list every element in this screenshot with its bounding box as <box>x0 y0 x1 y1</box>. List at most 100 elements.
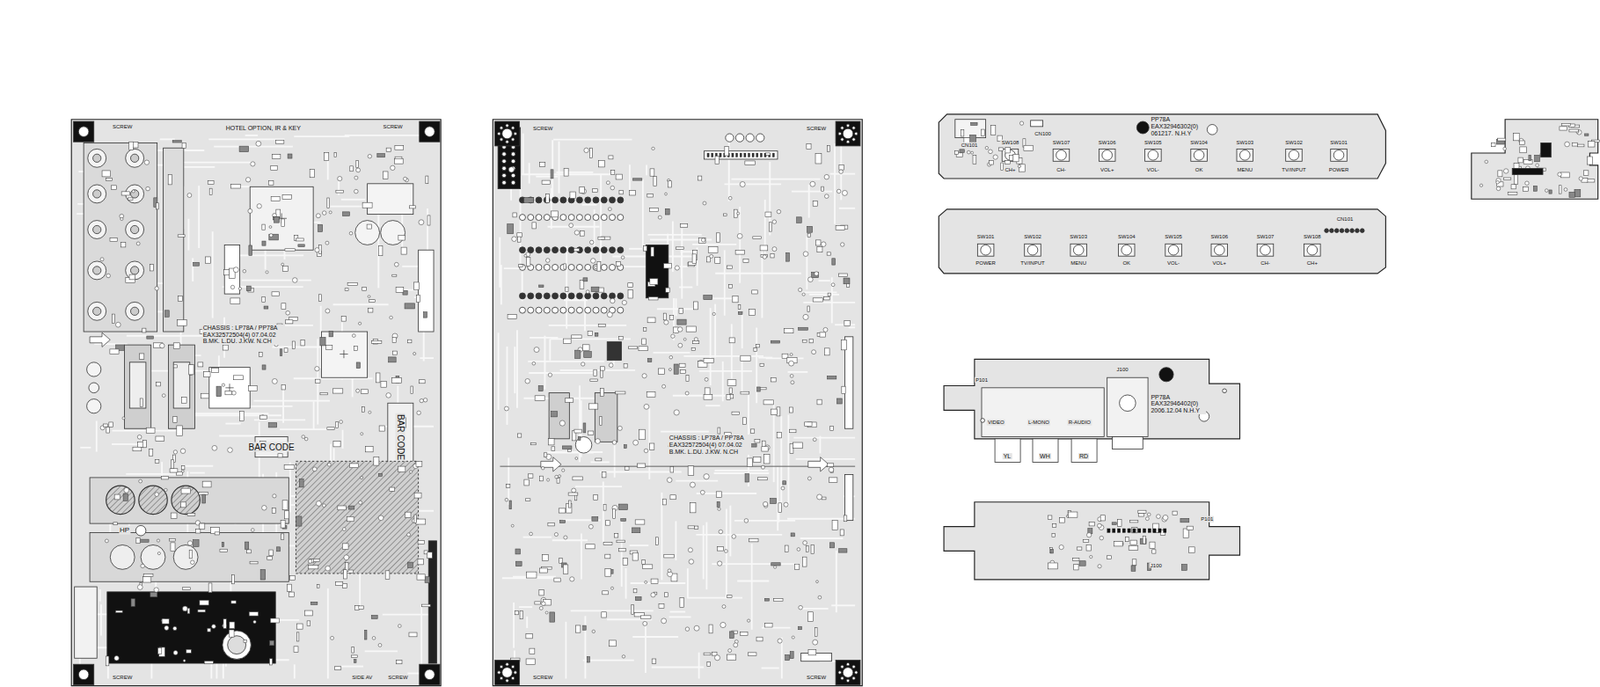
copper-trace <box>728 133 731 202</box>
via-pad <box>798 287 803 292</box>
smd-component <box>506 484 511 489</box>
tact-switch <box>1211 243 1228 256</box>
copper-trace <box>645 165 648 176</box>
pad-row <box>609 292 616 300</box>
smd-component <box>622 558 628 566</box>
header-pin <box>1111 528 1115 534</box>
smd-component <box>282 195 292 200</box>
copper-trace <box>625 568 628 600</box>
via-pad <box>337 176 343 182</box>
smd-component <box>731 411 739 415</box>
smd-component <box>214 532 220 535</box>
smd-component <box>1106 555 1111 560</box>
via-pad <box>717 561 723 566</box>
via-pad <box>588 524 593 529</box>
via-pad <box>642 373 647 379</box>
smd-component <box>414 492 422 498</box>
tact-switch <box>1285 148 1303 161</box>
via-pad <box>644 580 648 584</box>
jack-connector <box>125 148 145 168</box>
smd-component <box>187 607 190 614</box>
smd-component <box>832 519 838 530</box>
silkscreen-label: P101 <box>974 376 989 383</box>
switch-button <box>1168 244 1179 256</box>
pcb-board: PP78A EAX32946402(0) 2006.12.04 N.H.Y <box>943 358 1240 439</box>
via-pad <box>720 621 726 628</box>
smd-component <box>599 387 604 396</box>
smd-component <box>298 244 305 248</box>
smd-component <box>202 481 212 488</box>
smd-component <box>784 545 789 552</box>
smd-component <box>758 477 768 481</box>
via-pad <box>1156 514 1162 519</box>
smd-component <box>759 245 768 251</box>
smd-component <box>146 427 155 433</box>
smd-component <box>300 340 306 346</box>
copper-trace <box>529 336 558 339</box>
ic-package <box>249 186 314 250</box>
copper-trace <box>741 356 744 395</box>
smd-component <box>204 256 211 264</box>
smd-component <box>1534 154 1541 161</box>
copper-trace <box>528 162 531 183</box>
smd-component <box>1583 170 1588 176</box>
silkscreen-label: J100 <box>1116 366 1130 373</box>
smd-component <box>534 395 545 401</box>
smd-component <box>539 475 543 482</box>
smd-component <box>802 339 807 343</box>
copper-trace <box>174 161 253 164</box>
smd-component <box>189 365 194 375</box>
copper-trace <box>787 415 790 507</box>
via-pad <box>211 624 217 629</box>
shield-area <box>295 460 418 574</box>
smd-component <box>1558 185 1562 194</box>
smd-component <box>598 236 605 240</box>
connector-housing <box>1030 120 1044 127</box>
ic-package <box>224 244 240 294</box>
smd-component <box>394 158 403 164</box>
smd-component <box>111 185 117 190</box>
smd-component <box>295 238 304 242</box>
via-pad <box>416 410 421 415</box>
via-pad <box>562 468 565 472</box>
copper-trace <box>507 457 510 505</box>
copper-trace <box>818 279 830 282</box>
via-pad <box>712 312 716 315</box>
smd-component <box>427 552 433 559</box>
via-pad <box>812 639 819 645</box>
pad-row <box>560 306 567 314</box>
smd-component <box>642 560 645 565</box>
arrow-mark <box>540 457 562 472</box>
via-pad <box>100 257 104 262</box>
smd-component <box>715 491 722 498</box>
smd-component <box>362 407 366 413</box>
silkscreen-label: VIDEO <box>986 419 1006 426</box>
smd-component <box>524 197 534 203</box>
smd-component <box>716 547 724 552</box>
screw-hole <box>502 667 513 679</box>
smd-component <box>182 587 190 590</box>
via-pad <box>671 334 675 338</box>
via-pad <box>796 547 801 552</box>
copper-trace <box>796 458 855 461</box>
smd-component <box>285 320 293 324</box>
smd-component <box>306 621 311 627</box>
smd-component <box>628 346 638 349</box>
silkscreen-label: SW102 <box>1022 233 1043 241</box>
smd-component <box>131 599 135 607</box>
smd-component <box>669 315 673 321</box>
smd-component <box>333 441 341 447</box>
tact-switch <box>1098 148 1116 161</box>
via-pad <box>585 290 590 294</box>
smd-component <box>750 429 754 434</box>
smd-component <box>358 606 365 610</box>
via-pad <box>669 355 673 359</box>
smd-component <box>176 320 187 327</box>
via-pad <box>704 377 709 381</box>
header-pin <box>511 152 516 157</box>
smd-component <box>959 149 965 154</box>
smd-component <box>365 446 373 453</box>
smd-component <box>1047 515 1052 519</box>
pad-row <box>535 263 542 271</box>
via-pad <box>390 165 395 170</box>
